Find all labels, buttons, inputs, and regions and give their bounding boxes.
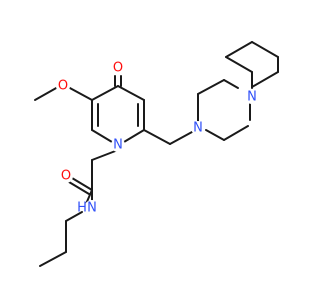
bond-camide-o	[71, 177, 93, 191]
bond-pip-4	[205, 129, 225, 141]
bond-ch2-npip	[169, 131, 193, 145]
bonds	[34, 41, 279, 267]
atom-labels: O O N N N O N H	[56, 61, 259, 216]
bond-n1-ch2	[91, 149, 119, 161]
bond-o-c5	[67, 86, 93, 101]
atom-n-piperazine-2-label: N	[247, 90, 257, 105]
bond-pip-3	[223, 79, 239, 89]
atom-o-amide-label: O	[61, 169, 71, 184]
bond-c5-c4	[91, 85, 119, 101]
atom-n-ring-label: N	[113, 138, 123, 153]
bond-ph-5	[251, 71, 279, 88]
bond-ph-2	[225, 41, 253, 58]
bond-n1-c6	[91, 129, 113, 143]
atom-o-amide: O	[59, 169, 73, 184]
atom-o-keto: O	[111, 61, 125, 76]
atom-n-amide-label: N	[87, 201, 97, 216]
bond-prop2-prop3	[39, 251, 67, 267]
bond-c2-ch2	[143, 129, 171, 145]
bond-c2-n1	[123, 129, 145, 143]
atom-o-keto-label: O	[113, 61, 123, 76]
bond-camide-n2	[85, 189, 93, 205]
atom-h-amide-label: H	[77, 201, 87, 216]
atom-n-ring: N	[111, 138, 125, 153]
bond-n-prop1	[65, 211, 83, 222]
atom-o-methoxy: O	[56, 79, 70, 94]
atom-n-piperazine-2: N	[245, 90, 259, 105]
bond-camide-o-double	[68, 181, 90, 195]
atom-n-piperazine-1-label: N	[193, 121, 203, 136]
atom-o-methoxy-label: O	[58, 79, 68, 94]
bond-c4-c3	[117, 85, 145, 101]
bond-ph-3	[251, 41, 279, 58]
atom-n-amide: N H	[77, 200, 100, 216]
bond-pip-5	[223, 125, 249, 141]
bond-methyl-o	[34, 86, 59, 101]
bond-ph-1	[225, 56, 253, 73]
bond-pip-2	[197, 79, 225, 95]
chemical-structure-diagram: O O N N N O N H	[34, 41, 279, 267]
atom-n-piperazine-1: N	[191, 121, 205, 136]
